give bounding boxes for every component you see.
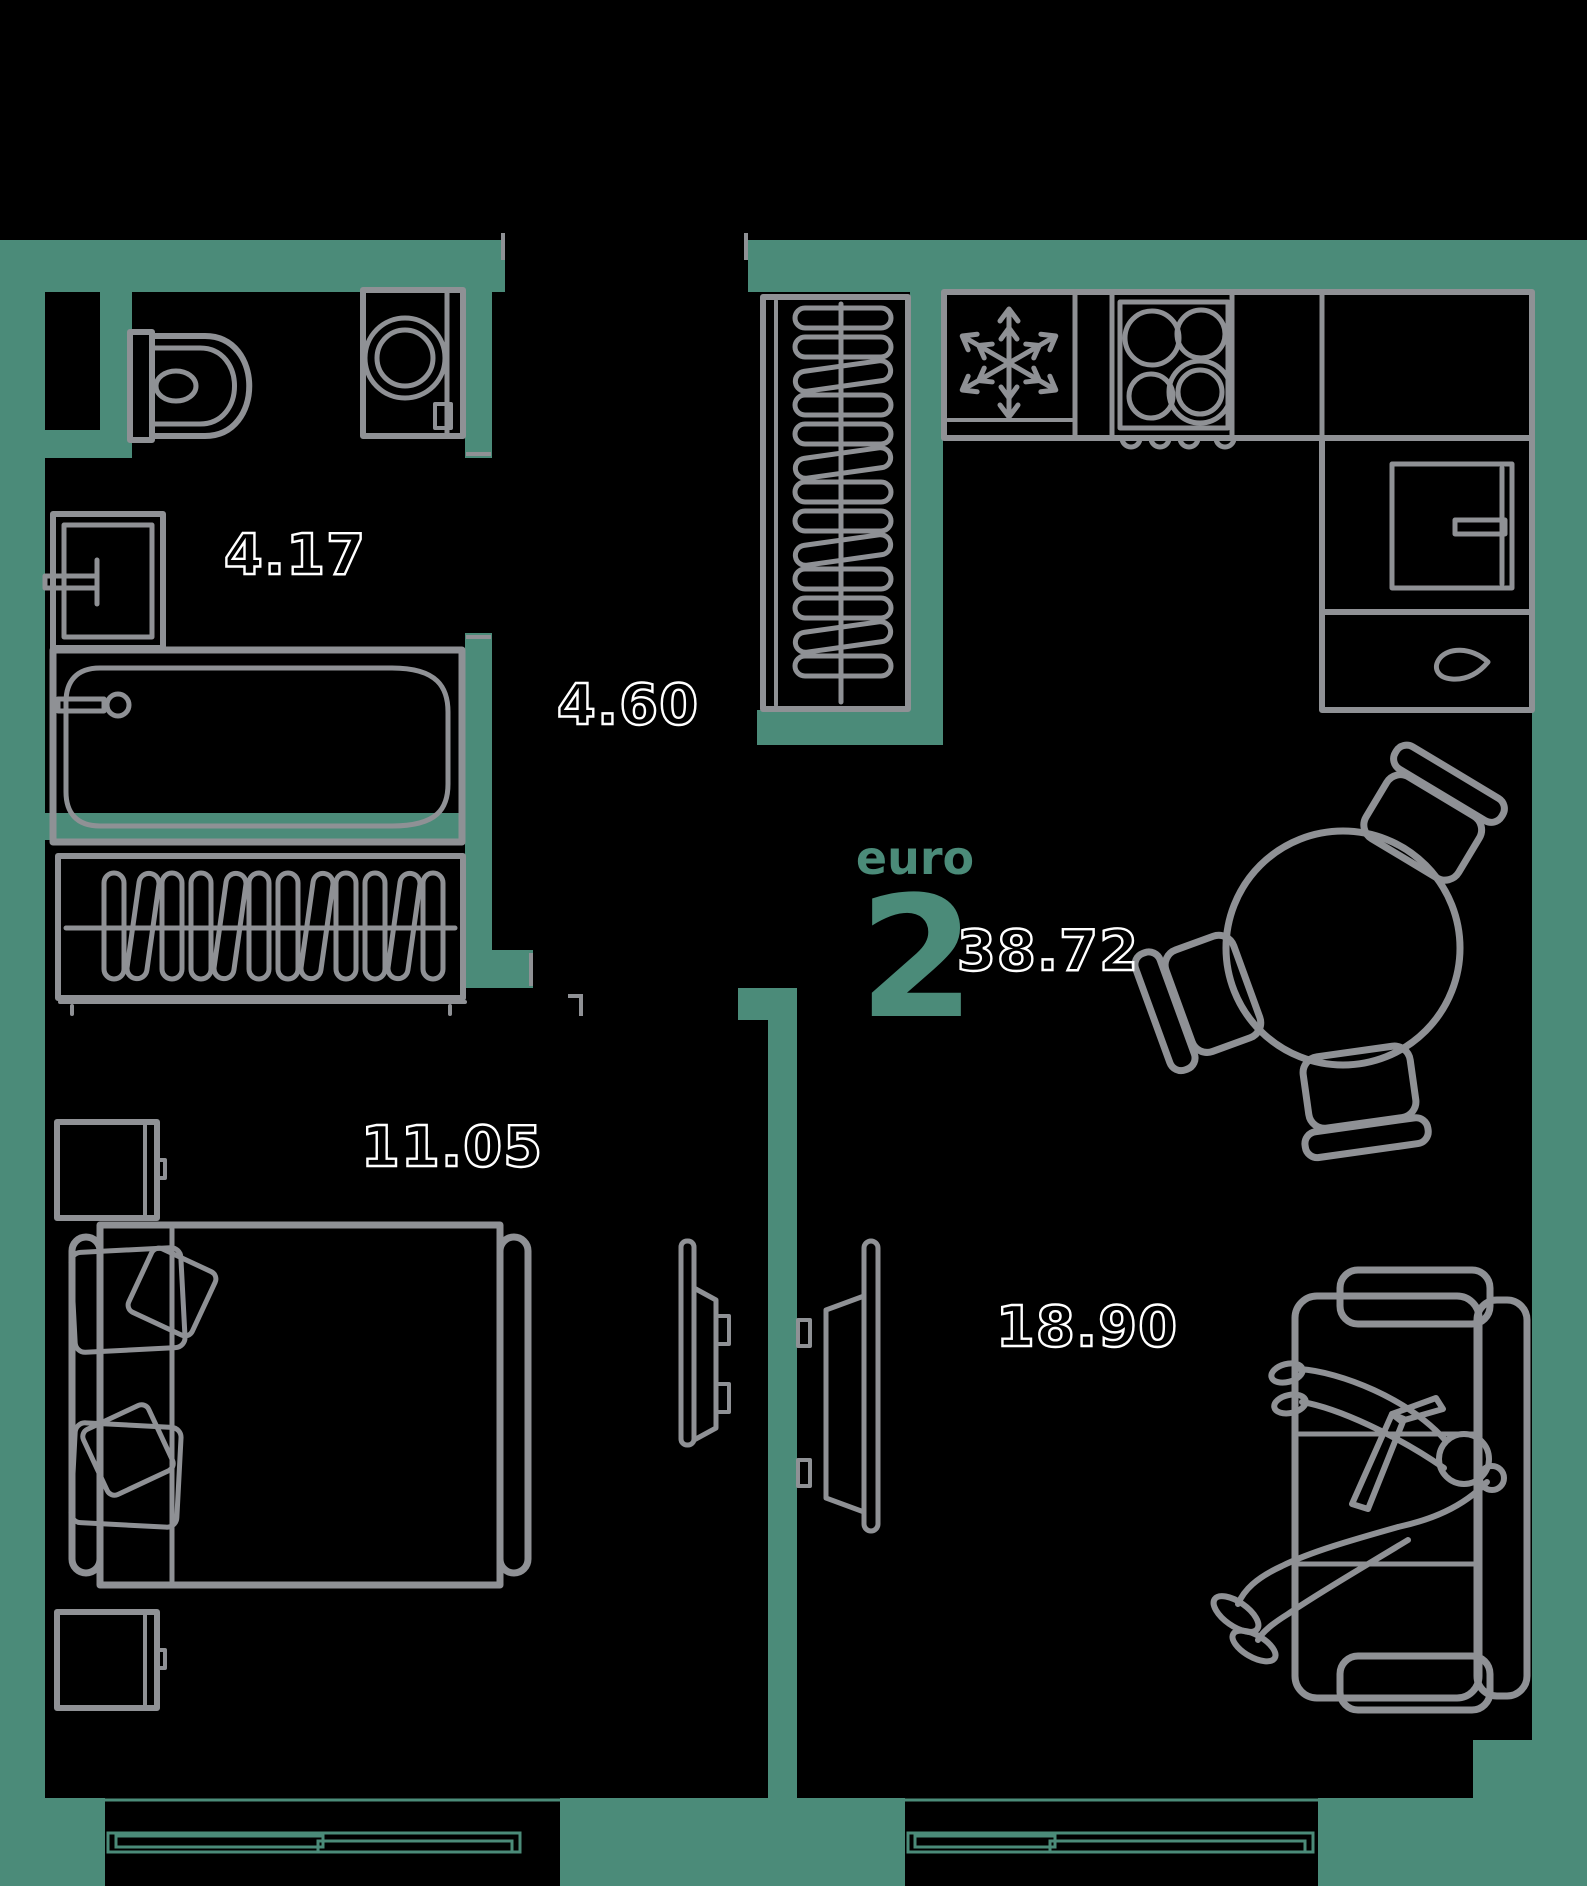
wall-bottom-right [1318,1798,1587,1886]
wall-top-left [0,240,505,292]
windows [105,1798,1473,1854]
dining-table [1222,827,1464,1069]
wall-duct-column [100,292,132,458]
wall-entry-side [465,292,492,458]
wall-top-right [748,240,1587,292]
kitchen-cabinet [1319,609,1535,713]
wall-bathroom-right [465,633,492,988]
wall-right [1532,240,1587,1886]
handle-icon [1434,647,1491,682]
walls [0,240,1587,1886]
pillow [80,1402,176,1498]
area-label-bedroom: 11.05 [361,1115,543,1180]
kitchen-counter [941,289,1535,441]
snowflake-icon [958,309,1061,417]
wall-bedroom-door-stub [492,950,533,988]
pillow [68,1420,184,1530]
nightstand-top [54,1119,167,1221]
wall-duct-bottom [45,430,100,458]
wall-right-step [1473,1740,1532,1800]
footboard [496,1233,532,1577]
headboard [68,1233,104,1577]
wall-closet-kitchen [910,292,943,745]
window-living [906,1831,1315,1854]
wall-bottom-middle [560,1798,905,1886]
rooms-count-label: 2 [859,860,976,1056]
dining-set [1132,741,1509,1160]
area-label-hallway: 4.60 [557,673,699,738]
nightstand-bottom [54,1609,167,1711]
wall-partition [768,988,797,1800]
wall-closet-bottom [757,710,943,745]
fridge [958,309,1061,417]
total-area-label: 38.72 [957,919,1139,984]
tv-living [796,1238,881,1534]
bed [68,1221,532,1589]
plan-type-label: euro [856,831,974,885]
area-label-bathroom: 4.17 [224,523,366,588]
pillow [125,1245,219,1339]
wall-bottom-left [45,1798,105,1886]
bathtub [49,646,466,846]
labels: 4.17 4.60 11.05 18.90 euro 2 38.72 [223,522,1179,1361]
door-jambs [466,233,748,1016]
chair [1132,923,1268,1074]
wall-left [0,240,45,1886]
toilet [127,329,253,443]
bedroom-door-jamb-right [568,994,583,1016]
stove [1117,299,1234,447]
person-reading [1210,1360,1507,1665]
area-label-living: 18.90 [996,1295,1178,1360]
kitchen-sink-unit [1319,435,1535,615]
pillow [68,1245,188,1355]
window-bedroom [106,1831,522,1854]
hall-closet [760,294,911,712]
book-icon [1389,1395,1446,1424]
washbasin [42,511,166,651]
wardrobe [55,853,467,1016]
washing-machine [360,287,466,439]
tv-bedroom [678,1238,731,1448]
